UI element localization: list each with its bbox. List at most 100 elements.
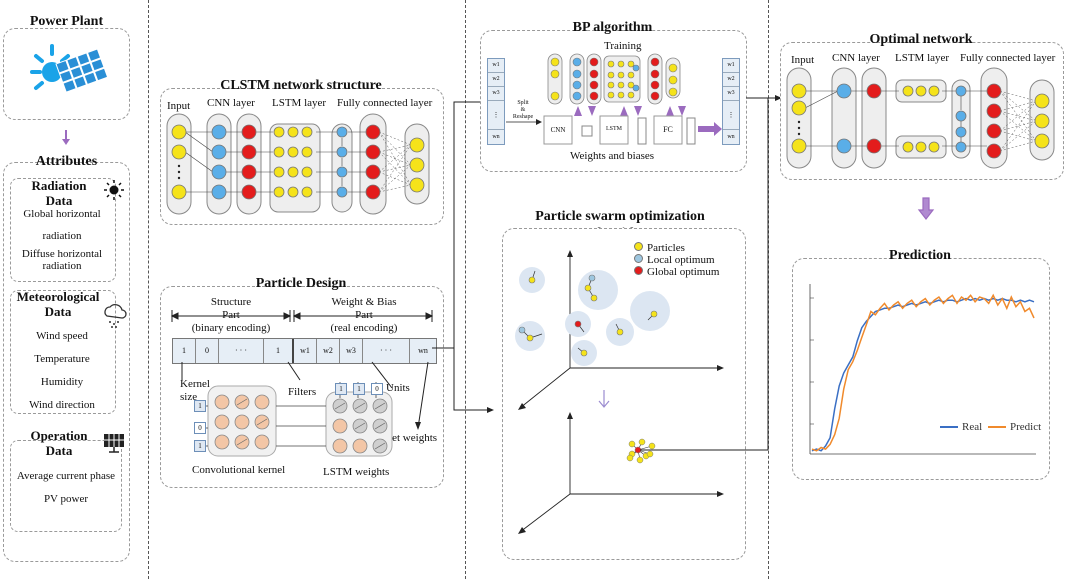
particle-cell: 0 [196, 339, 219, 363]
cloud-rain-icon [104, 304, 127, 328]
kernel-size-cell-3: 1 [194, 440, 206, 452]
w-cell: ⋮ [488, 101, 504, 130]
w-cell: wn [492, 134, 500, 140]
optimal-fc-label: Fully connected layer [960, 52, 1056, 64]
pso-diagram [515, 250, 724, 534]
legend-particles: Particles [634, 242, 719, 254]
legend-global-optimum: Global optimum [634, 266, 719, 278]
fc-block-label: FC [663, 125, 673, 134]
sun-icon [104, 180, 124, 200]
optimal-input-label: Input [791, 54, 815, 66]
clstm-fc-label: Fully connected layer [337, 97, 433, 109]
w-cell: w1 [488, 59, 504, 73]
operation-box [10, 440, 122, 532]
radiation-box [10, 178, 116, 282]
clstm-network-diagram [166, 113, 430, 215]
series-line-predict [811, 293, 1035, 452]
divider-2 [465, 0, 466, 579]
wind-speed-label: Wind speed [36, 330, 88, 342]
optimal-lstm-label: LSTM layer [895, 52, 950, 64]
kernel-size-cell-2: 0 [194, 422, 206, 434]
prediction-box [792, 258, 1050, 480]
weights-biases-label: Weights and biases [570, 150, 655, 162]
optimal-network-title: Optimal network [869, 32, 973, 47]
clstm-title: CLSTM network structure [220, 78, 382, 93]
prediction-chart [809, 284, 1036, 455]
w-cell: w2 [488, 73, 504, 87]
kernel-lstm-weights-diagram [181, 361, 429, 457]
kernel-size-cell-1: 1 [194, 400, 206, 412]
solar-module-icon [104, 434, 124, 453]
particle-encoding-row: 1 0 · · · 1 w1 w2 w3 · · · wn [172, 338, 437, 364]
training-label: Training [604, 40, 642, 52]
series-line-real [811, 297, 1035, 452]
w-cell: w3 [488, 87, 504, 101]
power-plant-title: Power Plant [29, 14, 104, 29]
legend-real-label: Real [962, 421, 983, 433]
optimal-network-diagram [786, 67, 1055, 169]
prediction-title: Prediction [889, 248, 951, 263]
bp-training-diagram [506, 53, 722, 145]
cnn-block-label: CNN [550, 126, 566, 134]
bp-title: BP algorithm [572, 20, 653, 35]
clstm-lstm-label: LSTM layer [272, 97, 327, 109]
filters-label: Filters [288, 386, 317, 398]
pso-legend: Particles Local optimum Global optimum [634, 242, 719, 278]
split-reshape-label: Split&Reshape [512, 100, 534, 120]
particle-marker-icon [634, 242, 643, 251]
units-label: Units [386, 382, 410, 394]
local-optimum-marker-icon [634, 254, 643, 263]
particle-cell: · · · [363, 339, 410, 363]
clstm-input-label: Input [167, 100, 191, 112]
average-current-label: Average current phase [16, 470, 116, 482]
chart-ticks [810, 297, 814, 425]
legend-local-optimum: Local optimum [634, 254, 719, 266]
w-cell: w1 [723, 59, 739, 73]
w-cell: wn [727, 134, 735, 140]
particle-cell: 1 [264, 339, 294, 363]
convolutional-kernel-label: Convolutional kernel [192, 464, 286, 476]
w-cell: ⋮ [723, 101, 739, 130]
flow-connectors-right [640, 95, 782, 451]
meteorological-box [10, 290, 116, 414]
units-cell-3: 0 [371, 383, 383, 395]
lstm-block-label: LSTM [605, 126, 622, 132]
humidity-label: Humidity [40, 376, 84, 388]
wind-direction-label: Wind direction [29, 399, 95, 411]
particle-cell: wn [418, 346, 428, 355]
particle-cell: w1 [294, 339, 317, 363]
bp-left-weight-column: w1 w2 w3 ⋮ wn [487, 58, 505, 145]
w-cell: w3 [723, 87, 739, 101]
units-cell-1: 1 [335, 383, 347, 395]
solar-panel-icon [30, 44, 109, 93]
down-arrow-icon [917, 197, 935, 220]
attributes-title: Attributes [35, 154, 98, 169]
particle-design-box [160, 286, 444, 488]
units-cell-2: 1 [353, 383, 365, 395]
particle-cell: · · · [219, 339, 264, 363]
clstm-cnn-label: CNN layer [207, 97, 255, 109]
particle-cell: w2 [317, 339, 340, 363]
lstm-weights-label: LSTM weights [323, 466, 390, 478]
legend-predict-label: Predict [1010, 421, 1042, 433]
encoding-brackets [170, 310, 434, 322]
particle-cell: 1 [173, 339, 196, 363]
down-arrow-icon [62, 130, 70, 145]
particle-cell: w3 [340, 339, 363, 363]
optimal-cnn-label: CNN layer [832, 52, 880, 64]
pv-power-label: PV power [43, 493, 89, 505]
global-optimum-marker-icon [634, 266, 643, 275]
particle-design-title: Particle Design [255, 276, 347, 291]
temperature-label: Temperature [34, 353, 90, 365]
w-cell: w2 [723, 73, 739, 87]
divider-1 [148, 0, 149, 579]
set-weights-label: Set weights [386, 432, 438, 444]
